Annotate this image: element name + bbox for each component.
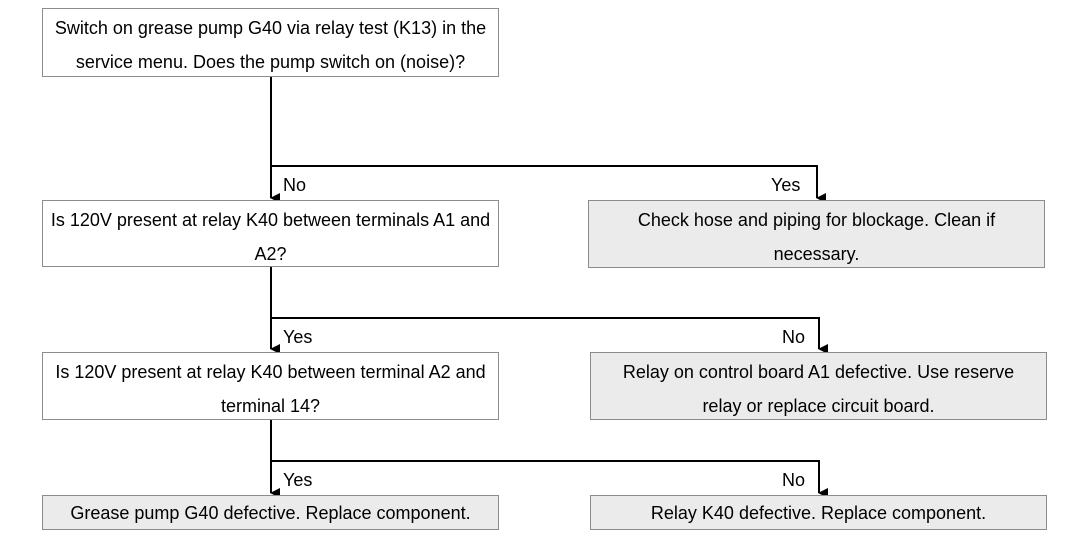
label-yes-2: Yes: [283, 327, 313, 347]
result-box-relay-k40: Relay K40 defective. Replace component.: [590, 495, 1047, 530]
result-box-relay-control-board: Relay on control board A1 defective. Use…: [590, 352, 1047, 420]
question-box-1: Is 120V present at relay K40 between ter…: [42, 200, 499, 267]
result-box-check-hose: Check hose and piping for blockage. Clea…: [588, 200, 1045, 268]
connector-q1-to-r2: [271, 317, 828, 354]
label-no-1: No: [283, 175, 307, 195]
label-no-2: No: [782, 327, 806, 347]
connector-q2-to-r4: [271, 460, 828, 498]
result-box-grease-pump: Grease pump G40 defective. Replace compo…: [42, 495, 499, 530]
label-yes-1: Yes: [771, 175, 801, 195]
label-no-3: No: [782, 470, 806, 490]
question-box-2: Is 120V present at relay K40 between ter…: [42, 352, 499, 420]
start-box: Switch on grease pump G40 via relay test…: [42, 8, 499, 77]
connector-start-to-r1: [271, 165, 826, 203]
label-yes-3: Yes: [283, 470, 313, 490]
